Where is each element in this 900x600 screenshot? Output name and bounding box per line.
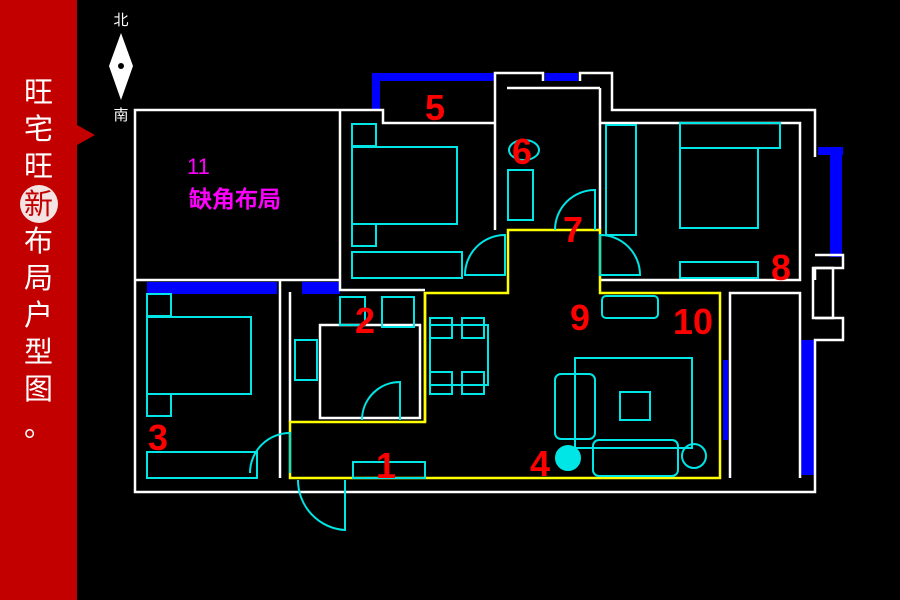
- entry-door-icon: [296, 479, 346, 532]
- banner-char: 布: [23, 224, 53, 258]
- room-number-1: 1: [376, 445, 396, 486]
- banner-char-highlight: 新: [19, 185, 58, 223]
- living-area-outline: [288, 228, 722, 480]
- room-number-4: 4: [530, 443, 550, 484]
- room-number-8: 8: [771, 247, 791, 288]
- banner-char: 。: [23, 409, 53, 443]
- shelf-icon: [605, 124, 637, 236]
- room-number-2: 2: [355, 300, 375, 341]
- room-number-3: 3: [148, 417, 168, 458]
- sofa-icon: [592, 439, 679, 477]
- room-numbers: 1 2 3 4 5 6 7 8 9 10: [148, 87, 791, 486]
- coffee-table-icon: [619, 391, 651, 421]
- door-icon: [463, 233, 506, 276]
- banner-char: 型: [23, 335, 53, 369]
- bed-icon: [679, 147, 759, 229]
- banner-char: 局: [23, 261, 53, 295]
- bed-icon: [351, 146, 458, 225]
- title-banner: 旺 宅 旺 新 布 局 户 型 图 。: [0, 0, 77, 600]
- banner-title: 旺 宅 旺 新 布 局 户 型 图 。: [0, 74, 77, 445]
- sofa-icon: [554, 373, 596, 440]
- door-icon: [361, 380, 401, 421]
- note-number: 11: [187, 154, 210, 179]
- banner-char: 户: [23, 298, 53, 332]
- compass-north-label: 北: [113, 11, 128, 29]
- sink-icon: [507, 169, 534, 221]
- toilet-icon: [508, 139, 540, 161]
- room-number-9: 9: [570, 297, 590, 338]
- shoe-cabinet-icon: [352, 461, 426, 479]
- compass: 北 南: [109, 11, 133, 124]
- banner-char: 旺: [23, 75, 53, 109]
- tv-cabinet-icon: [601, 295, 659, 319]
- banner-char: 旺: [23, 149, 53, 183]
- wardrobe-icon: [146, 451, 258, 479]
- door-icon: [554, 188, 596, 231]
- room-number-5: 5: [425, 87, 445, 128]
- compass-south-label: 南: [113, 106, 128, 124]
- banner-char: 宅: [23, 112, 53, 146]
- bed-icon: [146, 316, 252, 395]
- stove-icon: [294, 339, 318, 381]
- door-icon: [599, 233, 642, 276]
- room-number-7: 7: [563, 209, 583, 250]
- banner-char: 图: [23, 372, 53, 406]
- wardrobe-icon: [351, 251, 463, 279]
- note-label: 缺角布局: [189, 186, 281, 213]
- rug-icon: [574, 357, 693, 449]
- room-number-10: 10: [673, 301, 713, 342]
- dining-table-icon: [429, 324, 489, 386]
- door-icon: [249, 431, 291, 474]
- walls: [133, 71, 845, 494]
- room-number-6: 6: [512, 131, 532, 172]
- furniture: [146, 122, 781, 532]
- banner-pointer: [77, 125, 95, 145]
- windows: [147, 73, 843, 475]
